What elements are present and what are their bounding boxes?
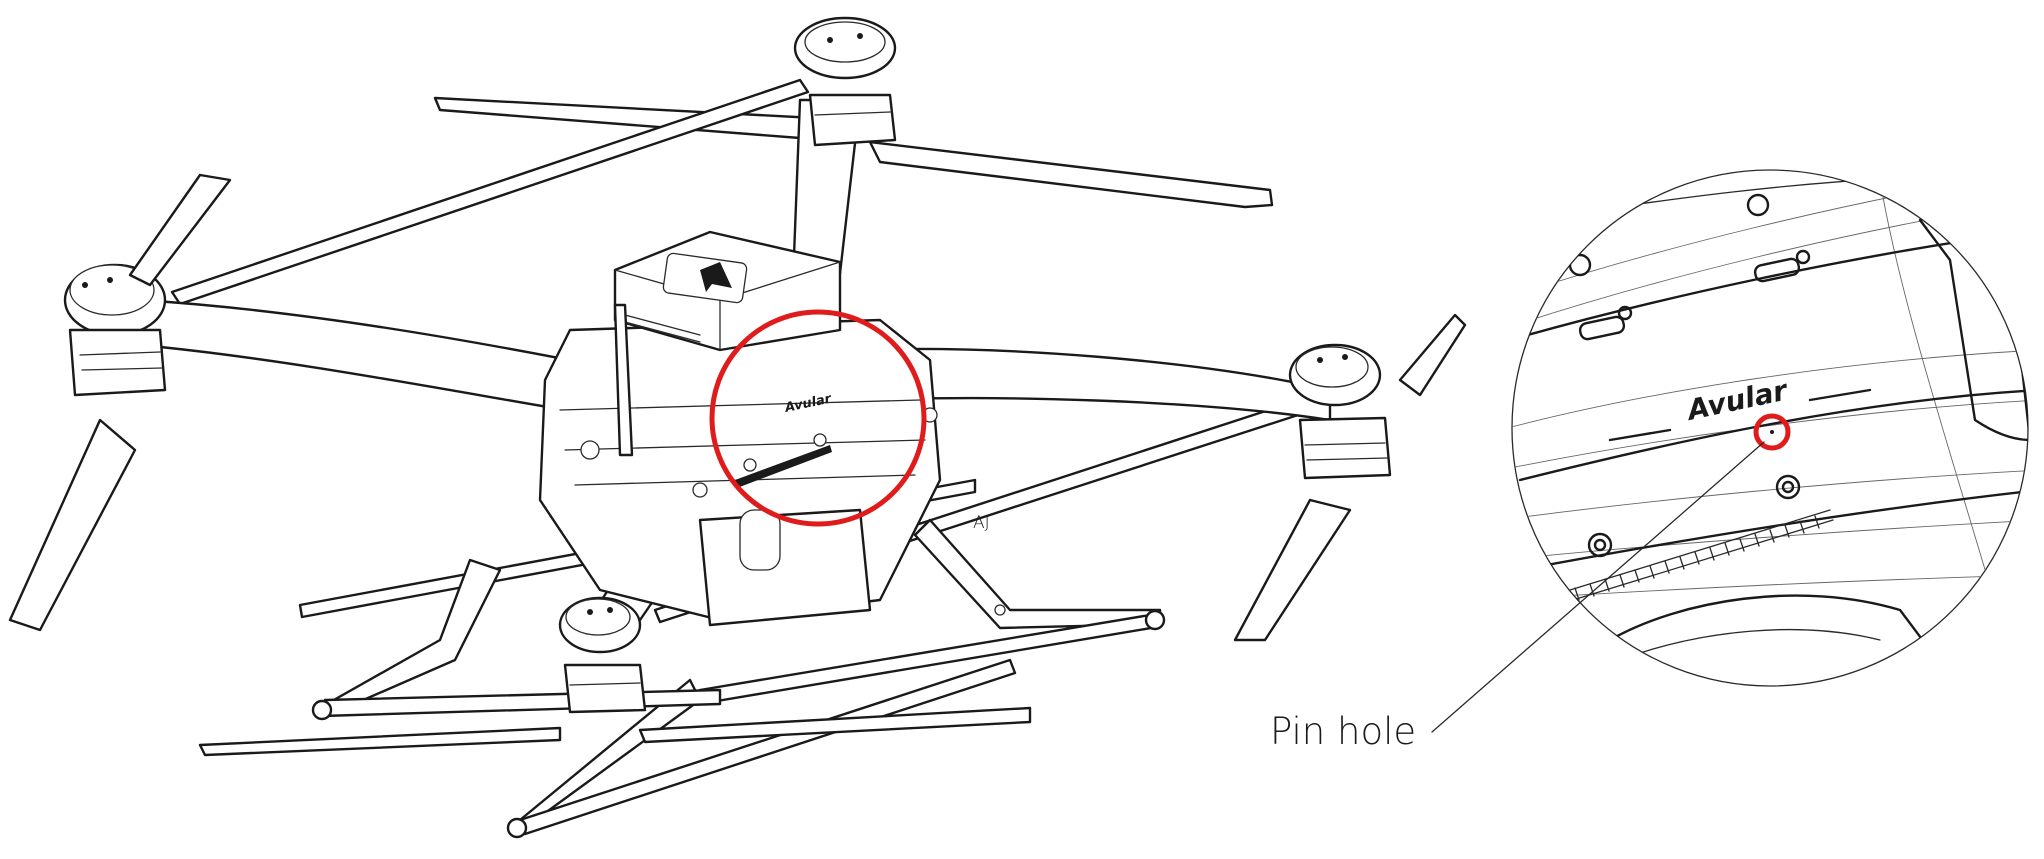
- detail-magnifier: Avular: [1511, 169, 2029, 687]
- pin-hole-label: Pin hole: [1270, 710, 1416, 753]
- motor-front: [558, 596, 647, 714]
- pin-hole-marker: [1753, 413, 1791, 451]
- propeller-back: [433, 96, 1274, 209]
- landing-gear: [311, 518, 1166, 839]
- motor-right: [1288, 343, 1392, 480]
- pin-hole: [1770, 430, 1774, 434]
- part-marking: AJ: [973, 513, 990, 533]
- propellers: [8, 173, 1467, 757]
- motor-back: [793, 16, 897, 147]
- drone-illustration: Avular AJ: [8, 16, 1467, 839]
- motor-front-left: [63, 263, 167, 397]
- drone-body: Avular AJ: [538, 230, 1006, 627]
- leader-line: [1431, 441, 1765, 733]
- highlight-circle: [709, 309, 927, 527]
